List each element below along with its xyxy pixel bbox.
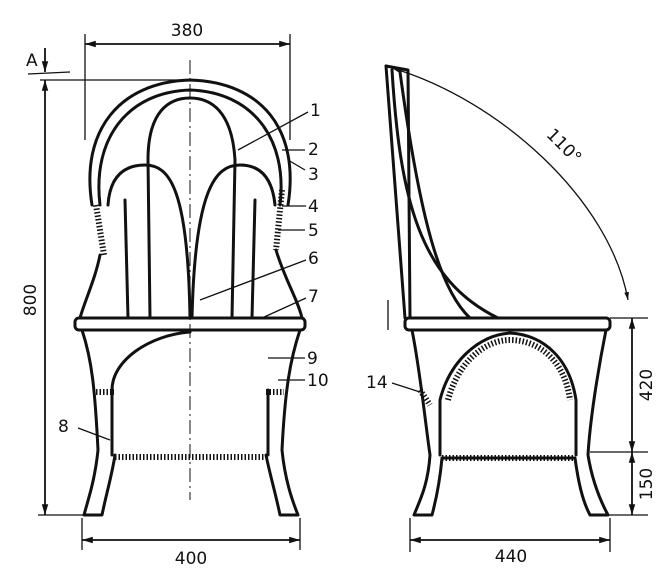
part-3: 3	[308, 165, 319, 185]
part-5: 5	[308, 221, 319, 241]
side-seat	[403, 316, 612, 332]
front-left-leg	[80, 328, 192, 517]
part-1: 1	[310, 101, 321, 121]
dim-400: 400	[175, 549, 207, 569]
part-6: 6	[308, 249, 319, 269]
dim-A: A	[26, 51, 38, 71]
part-9: 9	[307, 349, 318, 369]
dim-110-deg: 110°	[542, 125, 585, 168]
dim-440: 440	[495, 547, 527, 567]
part-7: 7	[308, 287, 319, 307]
wrap-left	[93, 204, 107, 256]
wrap-right	[273, 189, 285, 251]
part-14: 14	[366, 373, 388, 393]
side-view: 110° 420 150 440 14	[366, 64, 657, 567]
part-10: 10	[307, 371, 329, 391]
part-2: 2	[308, 140, 319, 160]
side-arch-wrap	[445, 336, 573, 401]
part-8: 8	[58, 417, 69, 437]
right-loop	[190, 163, 277, 320]
part-4: 4	[308, 197, 319, 217]
center-arch	[146, 96, 237, 320]
dim-380: 380	[171, 21, 203, 41]
dim-800: 800	[21, 284, 41, 316]
dim-420: 420	[637, 369, 657, 401]
dim-150: 150	[637, 468, 657, 500]
left-loop	[106, 163, 192, 320]
front-view: 380 A 800 400 1 2 3 4 5 6 7 9 10 8	[21, 21, 329, 569]
